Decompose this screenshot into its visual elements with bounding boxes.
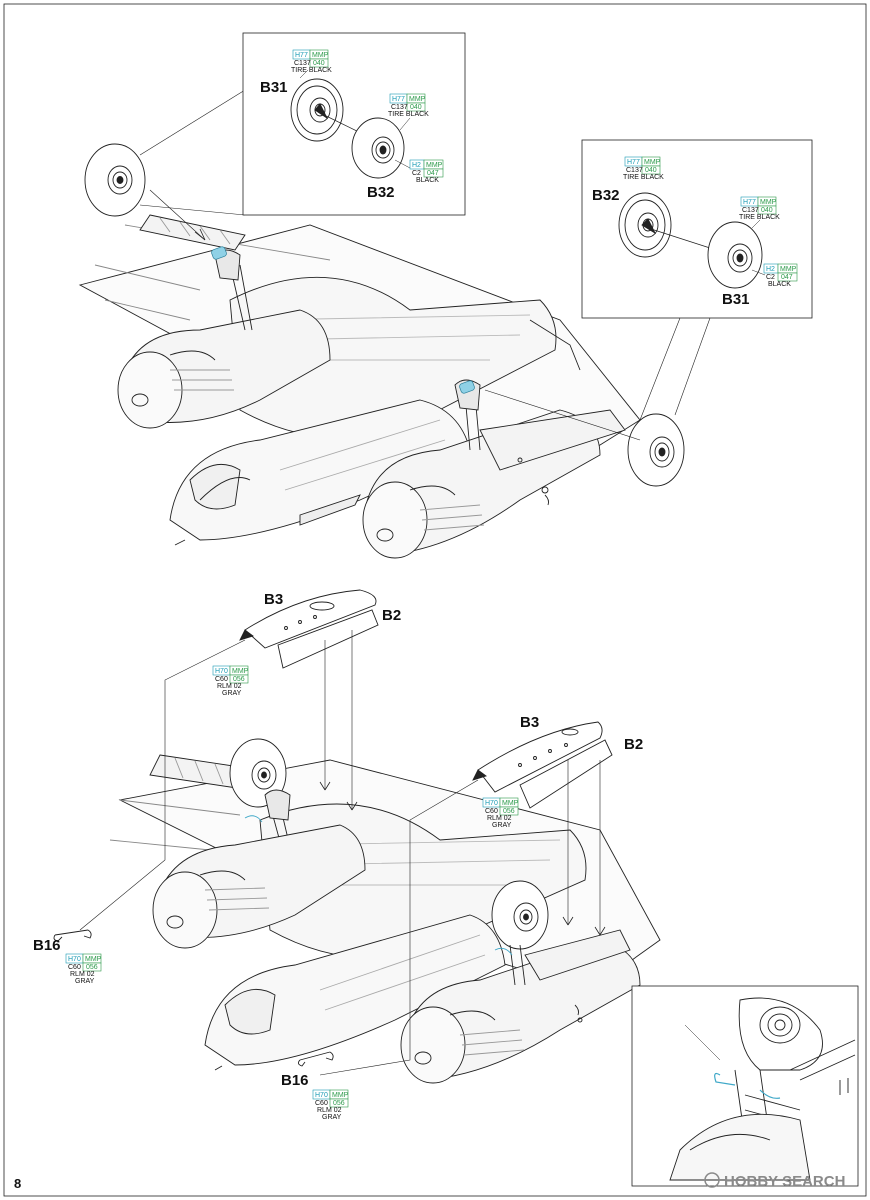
svg-text:C2: C2 [412, 170, 421, 177]
page-border [3, 3, 867, 1197]
svg-text:H2: H2 [412, 162, 421, 169]
svg-text:MMP: MMP [85, 956, 102, 963]
watermark: HOBBY SEARCH [704, 1172, 845, 1190]
svg-text:MMP: MMP [780, 266, 797, 273]
part-label-b16: B16 [281, 1072, 309, 1089]
svg-text:040: 040 [410, 104, 422, 111]
svg-text:H77: H77 [743, 199, 756, 206]
inset-top-right: B32 B31 H77 MMP C137 040 TIRE BLACK [581, 139, 813, 319]
svg-text:TIRE BLACK: TIRE BLACK [623, 174, 664, 181]
paint-callout: H70 MMP C60 056 RLM 02 GRAY [65, 953, 102, 985]
svg-text:MMP: MMP [332, 1092, 349, 1099]
svg-text:H2: H2 [766, 266, 775, 273]
inset-bottom-right-detail [631, 985, 859, 1187]
paint-callout: H77 MMP C137 040 TIRE BLACK [388, 93, 429, 118]
svg-text:BLACK: BLACK [416, 177, 439, 184]
b16-left-rod: B16 H70 MMP C60 056 RLM 02 GRAY [33, 929, 102, 985]
svg-text:C2: C2 [766, 274, 775, 281]
svg-text:TIRE BLACK: TIRE BLACK [388, 111, 429, 118]
inset-top-left: B31 B32 H77 MMP C137 040 TIRE BLA [242, 32, 466, 216]
svg-text:MMP: MMP [760, 199, 777, 206]
svg-text:047: 047 [781, 274, 793, 281]
svg-text:C137: C137 [742, 207, 759, 214]
page-number: 8 [14, 1176, 21, 1191]
svg-text:H70: H70 [315, 1092, 328, 1099]
svg-text:047: 047 [427, 170, 439, 177]
left-gear-doors: B3 B2 H70 MMP C60 056 RLM 02 GRAY [79, 589, 401, 931]
svg-text:H77: H77 [295, 52, 308, 59]
svg-text:H70: H70 [485, 800, 498, 807]
svg-text:H70: H70 [68, 956, 81, 963]
svg-text:056: 056 [233, 676, 245, 683]
right-gear-doors: B3 B2 H70 MMP C60 056 RLM 02 GRAY [319, 714, 643, 1076]
svg-text:RLM 02: RLM 02 [70, 971, 95, 978]
svg-text:H77: H77 [392, 96, 405, 103]
top-left-floating-wheel [84, 89, 246, 241]
svg-text:C137: C137 [391, 104, 408, 111]
watermark-text: HOBBY SEARCH [724, 1173, 845, 1190]
svg-text:C60: C60 [215, 676, 228, 683]
svg-text:040: 040 [761, 207, 773, 214]
svg-text:C60: C60 [485, 808, 498, 815]
upper-aircraft-drawing [78, 214, 641, 559]
lower-aircraft-drawing [109, 738, 661, 1084]
part-label-b31: B31 [260, 79, 288, 96]
paint-callout: H77 MMP C137 040 TIRE BLACK [291, 49, 332, 74]
svg-text:MMP: MMP [312, 52, 329, 59]
svg-text:C137: C137 [294, 60, 311, 67]
svg-text:040: 040 [313, 60, 325, 67]
svg-text:C60: C60 [315, 1100, 328, 1107]
lower-blue-highlights [244, 815, 513, 956]
svg-text:H70: H70 [215, 668, 228, 675]
svg-text:056: 056 [503, 808, 515, 815]
svg-text:RLM 02: RLM 02 [217, 683, 242, 690]
svg-text:RLM 02: RLM 02 [317, 1107, 342, 1114]
svg-text:GRAY: GRAY [322, 1114, 342, 1121]
svg-text:GRAY: GRAY [222, 690, 242, 697]
svg-text:RLM 02: RLM 02 [487, 815, 512, 822]
paint-callout: H70 MMP C60 056 RLM 02 GRAY [312, 1089, 349, 1121]
part-label-b16: B16 [33, 937, 61, 954]
svg-text:GRAY: GRAY [492, 822, 512, 829]
svg-text:GRAY: GRAY [75, 978, 95, 985]
svg-text:C137: C137 [626, 167, 643, 174]
paint-callout: H70 MMP C60 056 RLM 02 GRAY [482, 797, 519, 829]
svg-text:056: 056 [333, 1100, 345, 1107]
svg-text:C60: C60 [68, 964, 81, 971]
top-right-floating-wheel [484, 317, 711, 487]
svg-text:MMP: MMP [232, 668, 249, 675]
svg-text:MMP: MMP [502, 800, 519, 807]
paint-callout: H2 MMP C2 047 BLACK [763, 263, 798, 288]
part-label-b32: B32 [592, 187, 620, 204]
paint-callout: H77 MMP C137 040 TIRE BLACK [623, 156, 664, 181]
part-label-b31: B31 [722, 291, 750, 308]
svg-text:H77: H77 [627, 159, 640, 166]
part-label-b3: B3 [264, 591, 283, 608]
svg-text:MMP: MMP [426, 162, 443, 169]
svg-text:MMP: MMP [644, 159, 661, 166]
part-label-b2: B2 [624, 736, 643, 753]
svg-text:056: 056 [86, 964, 98, 971]
part-label-b3: B3 [520, 714, 539, 731]
svg-text:TIRE BLACK: TIRE BLACK [739, 214, 780, 221]
svg-text:BLACK: BLACK [768, 281, 791, 288]
b16-bottom-rod: B16 H70 MMP C60 056 RLM 02 GRAY [281, 1051, 349, 1121]
part-label-b32: B32 [367, 184, 395, 201]
watermark-logo-icon [704, 1172, 720, 1188]
svg-text:040: 040 [645, 167, 657, 174]
upper-blue-highlights [211, 246, 475, 394]
paint-callout: H77 MMP C137 040 TIRE BLACK [739, 196, 780, 221]
part-label-b2: B2 [382, 607, 401, 624]
paint-callout: H70 MMP C60 056 RLM 02 GRAY [212, 665, 249, 697]
svg-text:MMP: MMP [409, 96, 426, 103]
svg-text:TIRE BLACK: TIRE BLACK [291, 67, 332, 74]
paint-callout: H2 MMP C2 047 BLACK [409, 159, 444, 184]
